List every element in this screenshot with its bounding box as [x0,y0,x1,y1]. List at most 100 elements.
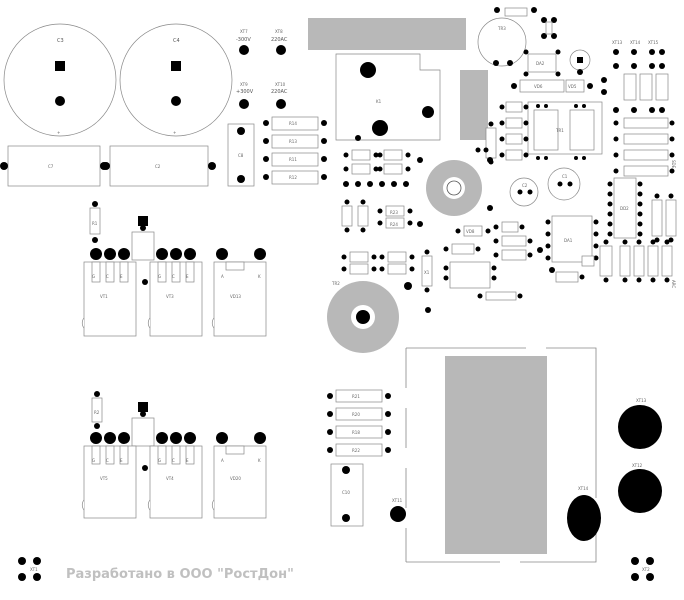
svg-text:220AC: 220AC [271,37,288,43]
resistor-r14: R14 [263,116,327,131]
capacitor-c10: C10 [330,463,364,527]
svg-text:R11: R11 [289,157,297,162]
transistor-vt5: G C E VT5 [81,432,137,519]
svg-text:XT15: XT15 [648,40,659,45]
svg-text:R20: R20 [352,412,360,417]
resistor-r2: R2 [91,391,103,429]
transistor-tr3-top: TR3 [477,7,528,67]
svg-text:G: G [158,274,161,279]
svg-text:R13: R13 [289,139,297,144]
svg-text:C3: C3 [57,38,64,44]
svg-text:K: K [258,274,261,279]
transistor-vt4: G C E VT4 [142,432,203,519]
svg-text:C4: C4 [173,38,180,44]
capacitor-c2: C2 [102,145,216,187]
svg-text:VT4: VT4 [166,476,174,481]
svg-text:R22: R22 [352,448,360,453]
svg-text:C1: C1 [562,174,568,179]
svg-text:XT1: XT1 [30,567,38,572]
terminal-xt1-bottom-left: XT1 [18,557,41,581]
svg-text:XT8: XT8 [275,29,283,34]
terminal-xt9: XT9 +300V [236,82,254,109]
ic-dd2: DD2 [607,177,643,239]
copper-strip-top [308,18,466,50]
svg-text:R14: R14 [289,121,297,126]
svg-text:G: G [158,458,161,463]
svg-text:K: K [258,458,261,463]
svg-text:C: C [172,274,175,279]
svg-text:XT10: XT10 [275,82,286,87]
diode-vd-row2 [131,402,155,447]
svg-text:C2: C2 [155,164,161,169]
svg-text:R2: R2 [94,410,100,415]
svg-text:XT2: XT2 [642,567,650,572]
terminal-xt12-large: XT12 [618,463,662,513]
transistor-vt3: G C E VT3 [142,248,203,337]
svg-text:G: G [92,458,95,463]
svg-text:+: + [173,130,176,135]
resistor-r22: R22 [327,443,391,457]
svg-text:-300V: -300V [236,37,251,43]
svg-text:C2: C2 [522,183,528,188]
svg-text:R21: R21 [352,394,360,399]
svg-text:C10: C10 [342,490,350,495]
resistor-r20: R20 [327,407,391,421]
terminal-xt10: XT10 220AC [271,82,288,109]
relay-k1: K1 [335,53,441,141]
capacitor-c2-small: C2 [509,177,539,207]
resistor-cluster-lower: VD8 X1 [341,221,595,313]
terminal-xt13-large: XT13 [618,398,662,449]
capacitor-c1: C1 [547,167,581,201]
svg-text:DD2: DD2 [620,206,629,211]
capacitor-c3: C3 + [3,23,117,137]
resistor-r13: R13 [263,134,327,149]
svg-text:VT5: VT5 [100,476,108,481]
svg-text:TR3: TR3 [497,26,506,31]
svg-text:VD13: VD13 [230,294,241,299]
terminal-xt2-bottom-right: XT2 [631,557,654,581]
resistor-r1: R1 [89,201,101,243]
svg-text:VT3: VT3 [166,294,174,299]
svg-text:XT12: XT12 [632,463,643,468]
resistor-r21: R21 [327,389,391,403]
svg-text:R12: R12 [289,175,297,180]
svg-text:R24: R24 [390,222,398,227]
svg-text:+: + [57,130,60,135]
svg-text:VD20: VD20 [230,476,241,481]
toroid-tr2: TR2 [327,281,399,353]
svg-text:TR1: TR1 [555,128,564,133]
terminal-xt11: XT11 [390,498,406,522]
svg-text:XT7: XT7 [240,29,248,34]
transistor-vt1: G C E VT1 [81,248,137,337]
svg-text:SDE: SDE [671,160,676,169]
small-components-top-right: DA2 VD6 VD5 [494,7,607,95]
transformer-main [405,347,597,563]
svg-text:R1: R1 [92,221,98,226]
toroid-core-upper [426,160,482,216]
resistor-cluster-center: R23 R24 [341,147,493,233]
capacitor-c8: C8 [227,123,255,187]
svg-text:XT14: XT14 [578,486,589,491]
svg-text:XT13: XT13 [612,40,623,45]
svg-text:DA1: DA1 [564,238,573,243]
svg-text:R23: R23 [390,210,398,215]
svg-text:VD5: VD5 [568,84,577,89]
diode-vd13: A K VD13 [211,248,267,337]
terminal-xt8: XT8 220AC [271,29,288,55]
svg-text:XT13: XT13 [636,398,647,403]
resistor-r11: R11 [263,152,327,167]
diode-vd20: A K VD20 [211,432,267,519]
capacitor-c4: C4 + [119,23,233,137]
svg-text:C8: C8 [238,153,244,158]
svg-text:G: G [92,274,95,279]
svg-text:DA2: DA2 [536,61,545,66]
svg-text:XT11: XT11 [392,498,403,503]
svg-text:C: C [106,458,109,463]
svg-text:E: E [186,274,189,279]
resistor-r18: R18 [327,425,391,439]
svg-text:XT14: XT14 [630,40,641,45]
diode-vd-row1 [131,216,155,261]
svg-text:E: E [120,458,123,463]
svg-text:VD8: VD8 [466,229,475,234]
